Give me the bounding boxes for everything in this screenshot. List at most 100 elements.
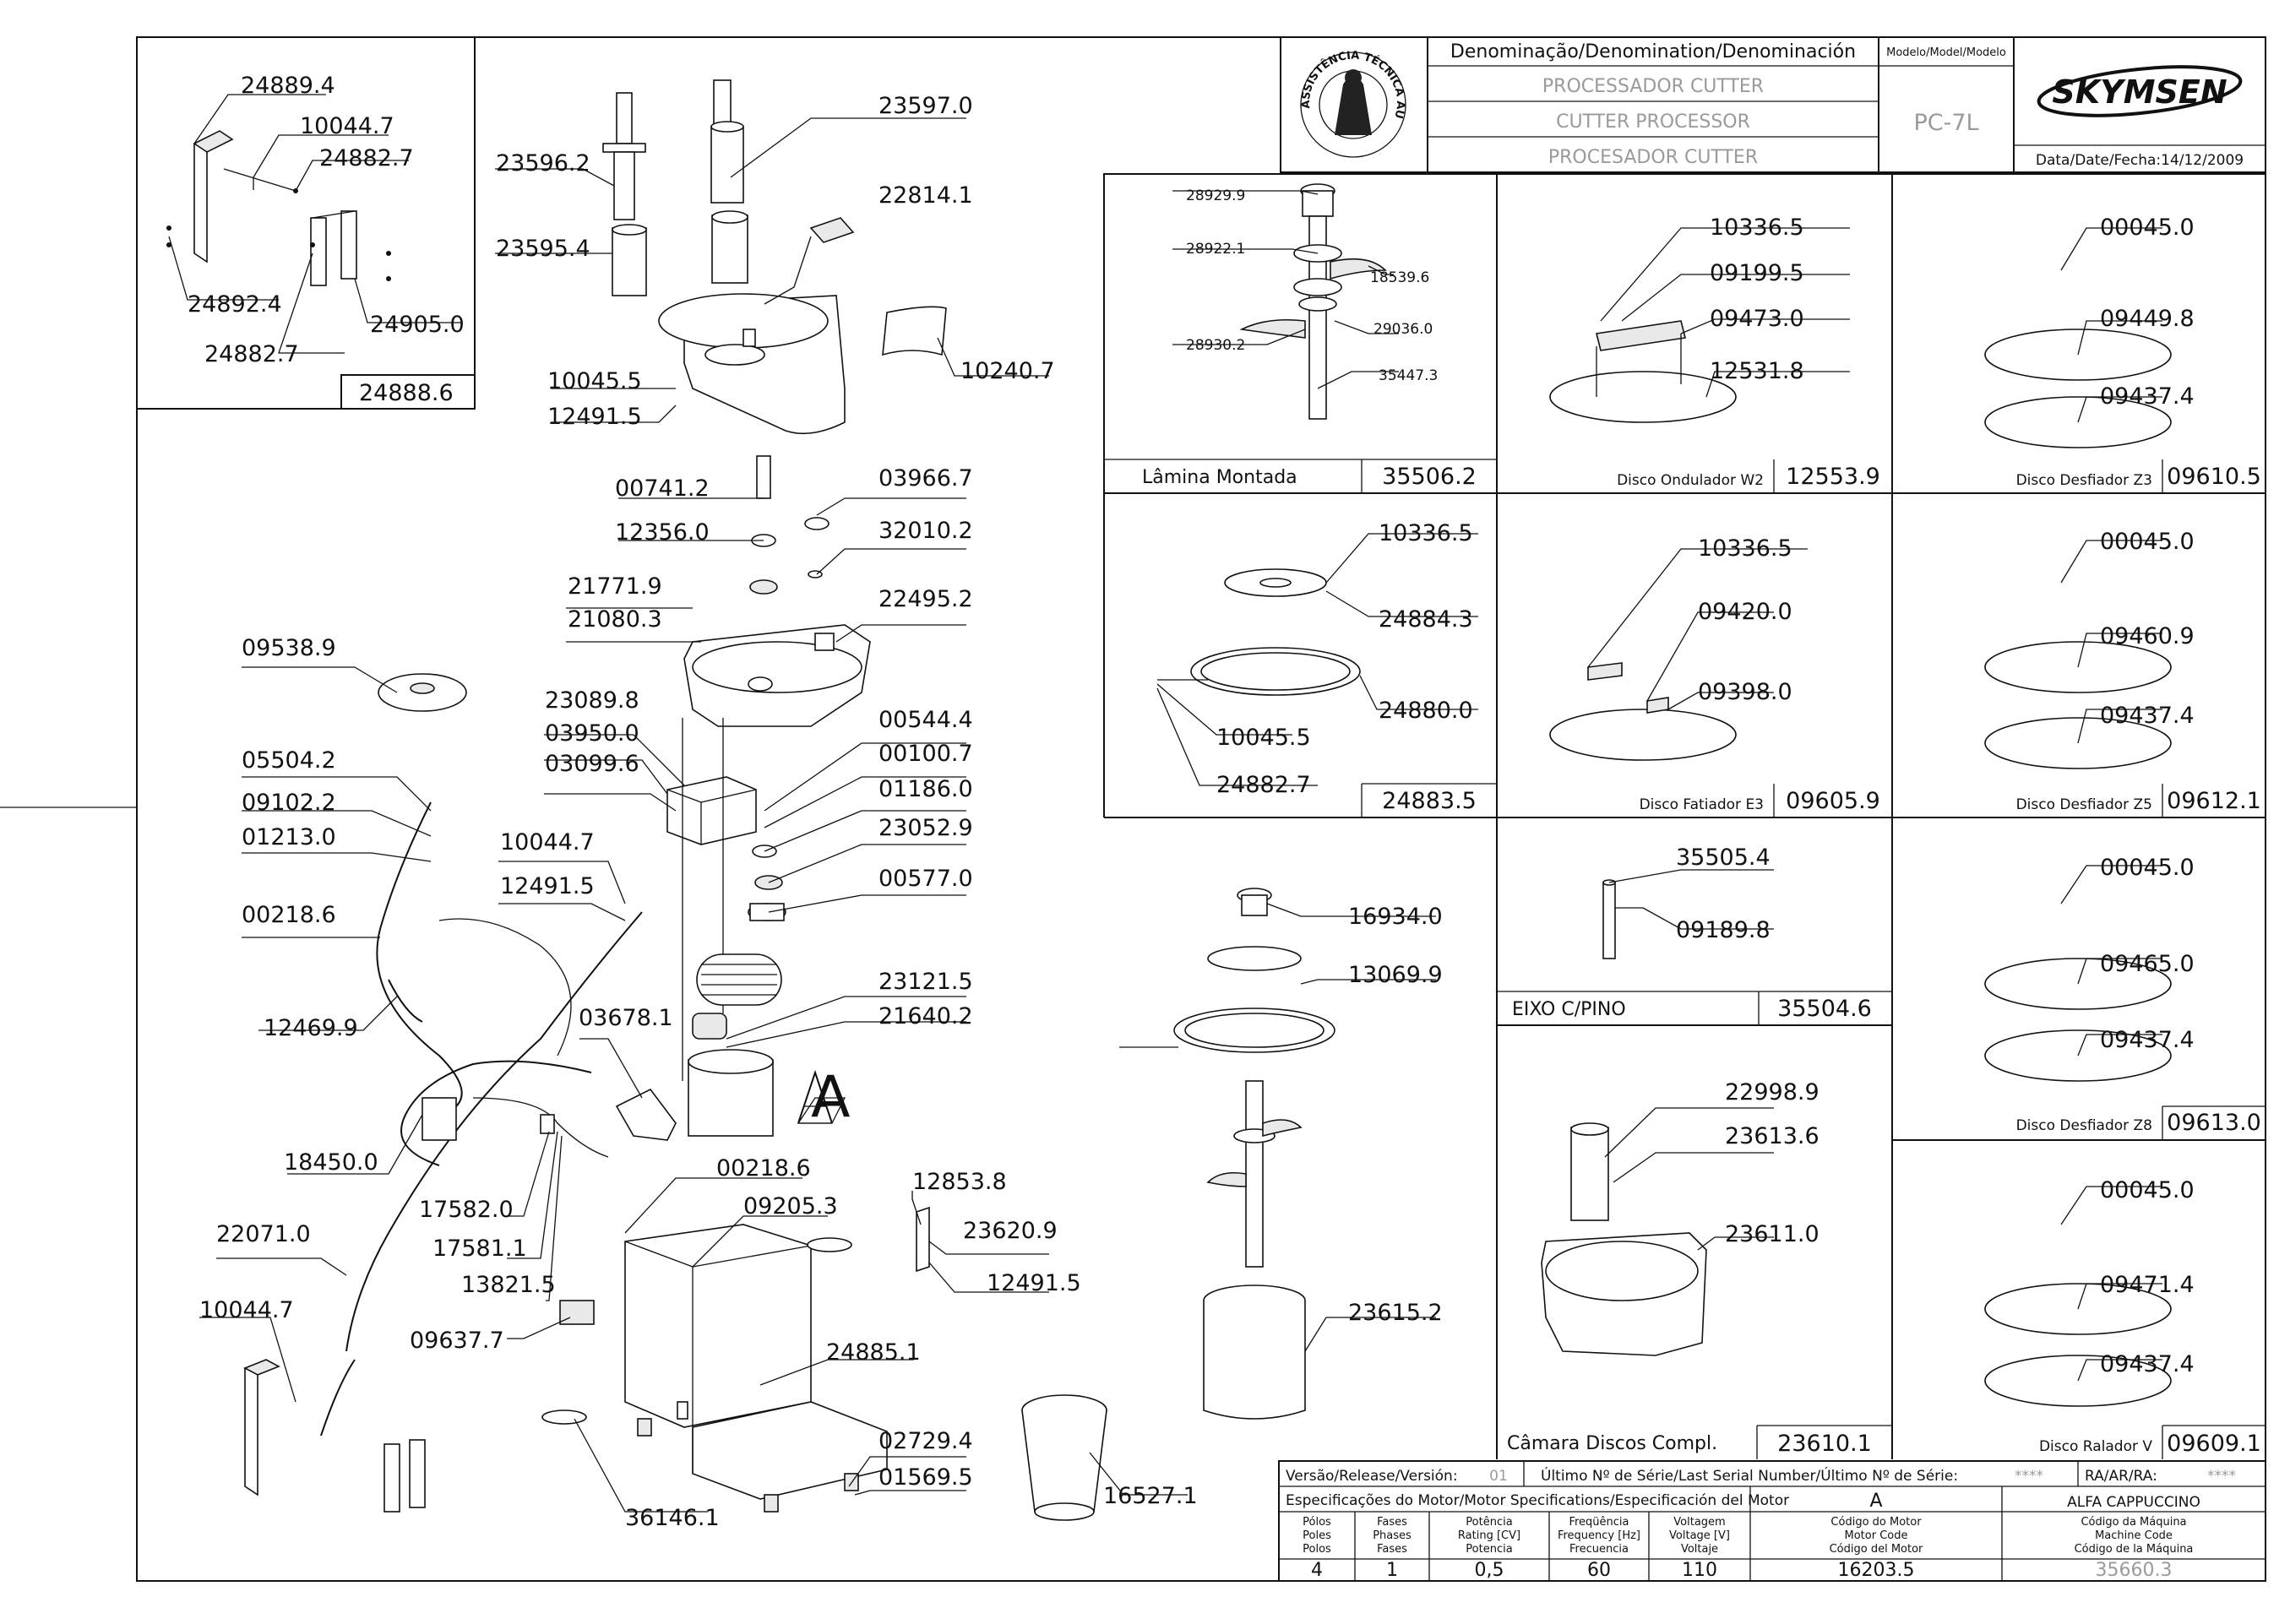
callout-10045-5: 10045.5 xyxy=(547,368,642,394)
callout-23613-6: 23613.6 xyxy=(1725,1123,1819,1149)
slicing-disc-e3 xyxy=(1549,662,1737,761)
callout-10336-5: 10336.5 xyxy=(1710,215,1804,241)
panel-title-z3: Disco Desfiador Z3 xyxy=(2016,472,2152,489)
callout-00045-0c: 00045.0 xyxy=(2100,855,2195,881)
value-poles: 4 xyxy=(1311,1560,1323,1581)
callout-03099-6: 03099.6 xyxy=(545,751,639,777)
callout-16527-1: 16527.1 xyxy=(1103,1483,1198,1509)
callout-12491-5c: 12491.5 xyxy=(987,1270,1081,1296)
power-cable xyxy=(320,801,677,1437)
callout-09471-4: 09471.4 xyxy=(2100,1272,2195,1298)
callout-09473-0: 09473.0 xyxy=(1710,306,1804,332)
section-letter-a: A xyxy=(811,1064,851,1131)
callout-10240-7: 10240.7 xyxy=(960,358,1055,384)
hdr-voltage-pt: Voltagem xyxy=(1673,1516,1725,1529)
panel-title-z8: Disco Desfiador Z8 xyxy=(2016,1117,2152,1134)
panel-code-z8: 09613.0 xyxy=(2167,1110,2261,1136)
svg-text:ASSISTÊNCIA TÉCNICA AUTORIZADA: ASSISTÊNCIA TÉCNICA AUTORIZADA xyxy=(0,0,1406,120)
hdr-voltage-en: Voltage [V] xyxy=(1669,1529,1730,1542)
value-phases: 1 xyxy=(1386,1560,1398,1581)
callout-17582-0: 17582.0 xyxy=(419,1197,514,1223)
callout-23611-0: 23611.0 xyxy=(1725,1221,1819,1247)
value-rating: 0,5 xyxy=(1475,1560,1504,1581)
callout-24889-4: 24889.4 xyxy=(241,73,335,99)
model-value: PC-7L xyxy=(1913,110,1978,136)
grater-disc-v xyxy=(1984,1283,2172,1407)
callout-09437-4d: 09437.4 xyxy=(2100,1351,2195,1377)
callout-22814-1: 22814.1 xyxy=(878,182,973,209)
name-es: PROCESADOR CUTTER xyxy=(1548,147,1758,168)
value-motor-code: 16203.5 xyxy=(1838,1560,1915,1581)
motor-letter: A xyxy=(1869,1491,1882,1512)
blade-assembly-drawing xyxy=(1239,183,1387,420)
callout-00218-6: 00218.6 xyxy=(242,902,336,928)
callout-09437-4: 09437.4 xyxy=(2100,383,2195,410)
callout-23597-0: 23597.0 xyxy=(878,93,973,119)
authorized-service-seal: ASSISTÊNCIA TÉCNICA AUTORIZADA xyxy=(0,0,1406,158)
callout-17581-1: 17581.1 xyxy=(432,1236,527,1262)
hdr-rating-pt: Potência xyxy=(1466,1516,1512,1529)
motor-spec-table: Versão/Release/Versión: 01 Último Nº de … xyxy=(1278,1460,2266,1582)
hdr-rating-es: Potencia xyxy=(1466,1543,1512,1556)
panel-code-blade: 35506.2 xyxy=(1382,464,1477,490)
leader-lines xyxy=(168,94,2162,1513)
lid-housing xyxy=(658,293,846,435)
hdr-phases-en: Phases xyxy=(1373,1529,1412,1542)
callout-00045-0: 00045.0 xyxy=(2100,215,2195,241)
callout-32010-2: 32010.2 xyxy=(878,518,973,544)
callout-00045-0d: 00045.0 xyxy=(2100,1177,2195,1203)
motor-coil xyxy=(696,953,782,1006)
callout-36146-1: 36146.1 xyxy=(625,1505,720,1531)
callout-09189-8: 09189.8 xyxy=(1676,917,1771,943)
waste-bin xyxy=(1021,1394,1107,1521)
drawing-border xyxy=(136,36,2266,1582)
callout-09437-4c: 09437.4 xyxy=(2100,1027,2195,1053)
date-label: Data/Date/Fecha:14/12/2009 xyxy=(2036,152,2244,169)
callout-23615-2: 23615.2 xyxy=(1348,1300,1443,1326)
name-en: CUTTER PROCESSOR xyxy=(1556,111,1750,133)
callout-01569-5: 01569.5 xyxy=(878,1464,973,1491)
callout-22495-2: 22495.2 xyxy=(878,586,973,612)
callout-03966-7: 03966.7 xyxy=(878,465,973,492)
panel-title-shaft: EIXO C/PINO xyxy=(1512,999,1626,1020)
callout-22071-0: 22071.0 xyxy=(216,1221,311,1247)
hdr-machine-code-pt: Código da Máquina xyxy=(2081,1516,2186,1529)
hdr-motor-code-en: Motor Code xyxy=(1845,1529,1908,1542)
wall-bracket xyxy=(243,1359,426,1513)
panel-code-z3: 09610.5 xyxy=(2167,464,2261,490)
version-value: 01 xyxy=(1489,1468,1508,1485)
callout-09398-0: 09398.0 xyxy=(1698,679,1792,705)
callout-28922-1: 28922.1 xyxy=(1186,241,1245,258)
detail-a-parts xyxy=(1119,888,1335,1420)
brand-name: SKYMSEN xyxy=(2052,73,2227,111)
panel-code-e3: 09605.9 xyxy=(1786,788,1880,814)
switch-box xyxy=(666,776,757,845)
value-voltage: 110 xyxy=(1682,1560,1717,1581)
ra-label: RA/AR/RA: xyxy=(2085,1468,2157,1485)
callout-00045-0b: 00045.0 xyxy=(2100,529,2195,555)
callout-13821-5: 13821.5 xyxy=(461,1272,556,1298)
callout-23052-9: 23052.9 xyxy=(878,815,973,841)
feed-tube-parts xyxy=(602,79,947,356)
callout-24892-4: 24892.4 xyxy=(188,291,282,318)
callout-01186-0: 01186.0 xyxy=(878,776,973,802)
callout-10044-7: 10044.7 xyxy=(300,113,394,139)
callout-23089-8: 23089.8 xyxy=(545,687,639,714)
callout-09205-3: 09205.3 xyxy=(743,1193,838,1219)
callout-00218-6b: 00218.6 xyxy=(716,1155,811,1181)
callout-09102-2: 09102.2 xyxy=(242,790,336,816)
callout-24880-0: 24880.0 xyxy=(1379,698,1473,724)
callout-35505-4: 35505.4 xyxy=(1676,845,1771,871)
callout-28929-9: 28929.9 xyxy=(1186,187,1245,204)
hdr-phases-es: Fases xyxy=(1377,1543,1407,1556)
panel-callouts: 28929.9 28922.1 18539.6 29036.0 28930.2 … xyxy=(1142,187,2261,1457)
callout-10044-7b: 10044.7 xyxy=(500,829,595,855)
panel-title-e3: Disco Fatiador E3 xyxy=(1640,796,1764,813)
value-machine-code: 35660.3 xyxy=(2096,1560,2173,1581)
panel-code-chamber: 23610.1 xyxy=(1777,1431,1872,1457)
callout-24885-1: 24885.1 xyxy=(826,1339,921,1366)
model-header: Modelo/Model/Modelo xyxy=(1886,46,2006,59)
callout-24882-7b: 24882.7 xyxy=(204,341,299,367)
callout-24888-6: 24888.6 xyxy=(359,380,454,406)
